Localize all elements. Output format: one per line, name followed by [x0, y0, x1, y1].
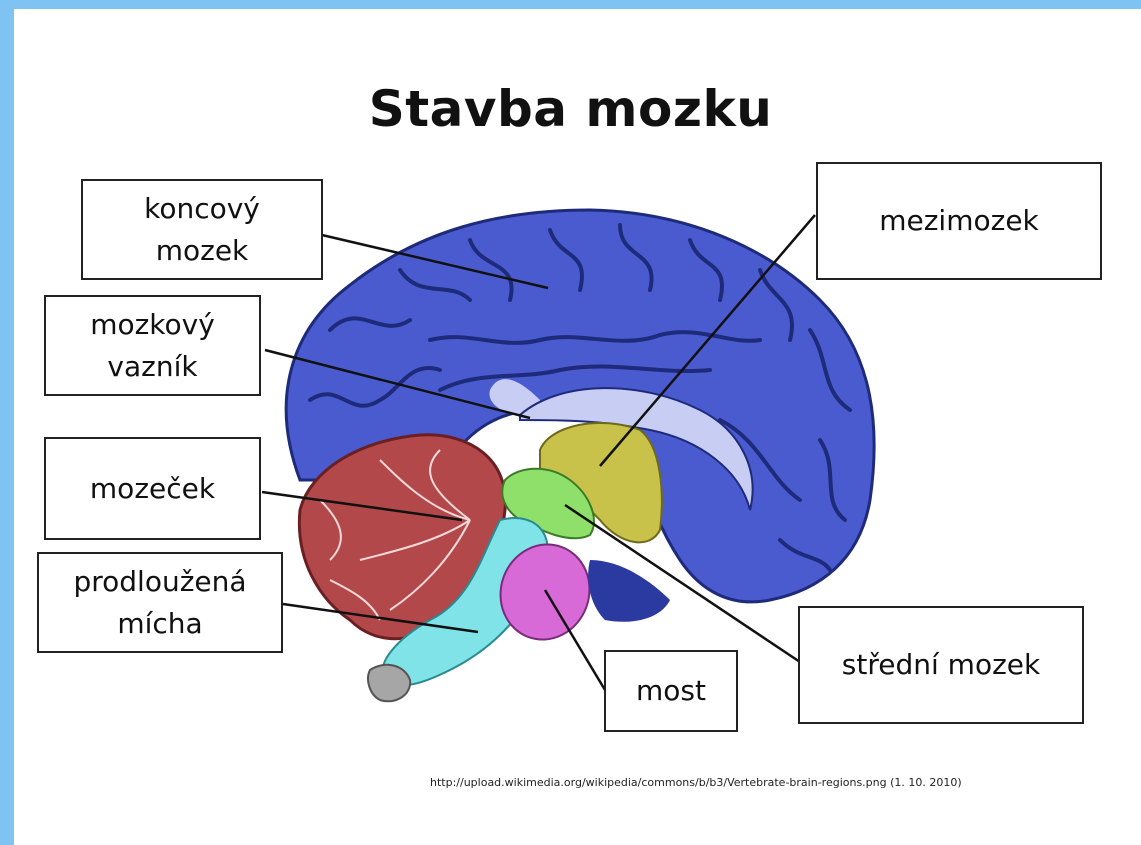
label-koncovy-mozek: koncový mozek — [81, 179, 323, 280]
label-mozecek: mozeček — [44, 437, 261, 540]
spinal-cord-end — [368, 665, 410, 702]
temporal-lobe-underside — [588, 560, 670, 622]
label-stredni-mozek: střední mozek — [798, 606, 1084, 724]
image-credit: http://upload.wikimedia.org/wikipedia/co… — [430, 776, 962, 789]
label-prodlouzena-micha: prodloužená mícha — [37, 552, 283, 653]
label-mezimozek: mezimozek — [816, 162, 1102, 280]
label-most: most — [604, 650, 738, 732]
page-title: Stavba mozku — [0, 80, 1141, 138]
label-mozkovy-vaznik: mozkový vazník — [44, 295, 261, 396]
